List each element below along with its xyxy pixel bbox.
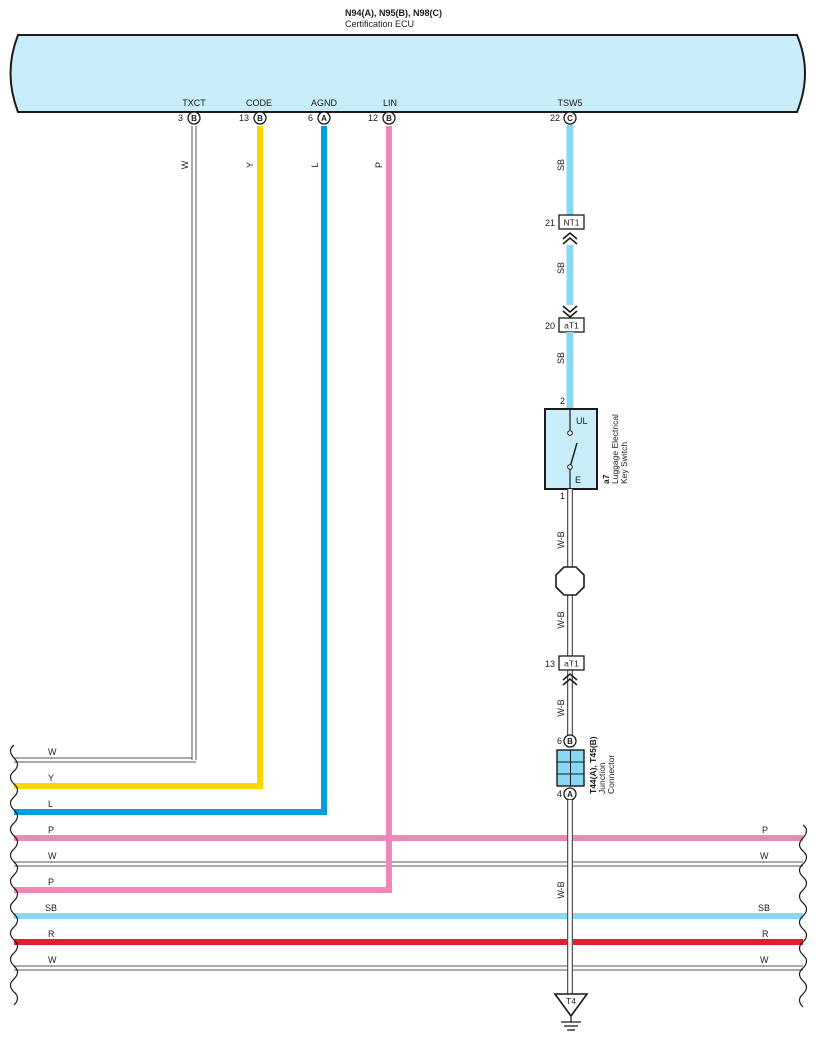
bus-label-right-5: W <box>760 955 769 965</box>
pin-circle-tsw5 <box>563 111 577 125</box>
pin-conn-code: B <box>257 114 263 123</box>
wire-label-tsw5-2: SB <box>556 262 566 274</box>
pin-num-tsw5: 22 <box>550 113 560 123</box>
junction-conn-bottom: A <box>567 790 573 799</box>
connector-at1a: 20 aT1 <box>545 317 585 333</box>
ecu-code: N94(A), N95(B), N98(C) <box>345 8 442 18</box>
bus-label-right-4: R <box>762 929 769 939</box>
pin-name-code: CODE <box>246 98 272 108</box>
connector-nt1-name: NT1 <box>563 218 579 228</box>
bus-label-left-4: P <box>48 825 54 835</box>
switch-term-bottom: E <box>575 475 581 485</box>
switch-term-top: UL <box>576 416 588 426</box>
switch-name-2: Key Switch <box>619 442 629 484</box>
connector-at1b-pin: 13 <box>545 659 555 669</box>
wire-label-tsw5-1: SB <box>556 159 566 171</box>
wire-label-agnd: L <box>310 162 320 167</box>
bus-label-left-1: W <box>48 747 57 757</box>
connector-at1b-name: aT1 <box>564 659 579 669</box>
connector-nt1-pin: 21 <box>545 218 555 228</box>
wire-label-sw-gnd-2: W-B <box>556 611 566 628</box>
right-break-mark <box>798 824 808 1008</box>
pin-tsw5: 22 <box>550 113 560 123</box>
pin-agnd: 6 A <box>308 111 331 125</box>
bus-label-left-2: Y <box>48 773 54 783</box>
connector-at1a-pin: 20 <box>545 321 555 331</box>
connector-at1a-name: aT1 <box>564 321 579 331</box>
left-break-mark <box>9 744 19 1006</box>
switch-pin-bottom: 1 <box>560 491 565 501</box>
wire-label-txct: W <box>180 160 190 169</box>
pin-num-lin: 12 <box>368 113 378 123</box>
pin-num-txct: 3 <box>178 113 183 123</box>
pin-conn-txct: B <box>191 114 197 123</box>
bus-label-left-8: R <box>48 929 55 939</box>
junction-connector: 6 B 4 A T44(A), T45(B) Junction Connecto… <box>556 734 616 801</box>
ground-t4: T4 <box>553 993 589 1031</box>
ecu-body <box>9 34 806 113</box>
junction-name-2: Connector <box>606 755 616 794</box>
ecu-name: Certification ECU <box>345 19 414 29</box>
wire-label-sw-gnd-1: W-B <box>556 531 566 548</box>
switch-name-1: Luggage Electrical <box>610 414 620 484</box>
switch-code: a7 <box>601 474 611 484</box>
bus-label-right-2: W <box>760 851 769 861</box>
pin-conn-agnd: A <box>321 114 327 123</box>
connector-nt1: 21 NT1 <box>545 214 585 245</box>
bus-label-right-3: SB <box>758 903 770 913</box>
pin-code: 13 B <box>239 111 267 125</box>
pin-conn-lin: B <box>386 114 392 123</box>
wire-label-jc-gnd: W-B <box>556 881 566 898</box>
ground-code: T4 <box>566 996 576 1006</box>
wire-label-sw-gnd-3: W-B <box>556 699 566 716</box>
luggage-key-switch: 2 UL E 1 a7 Luggage Electrical Key Switc… <box>544 396 629 501</box>
pin-name-lin: LIN <box>383 98 397 108</box>
switch-pin-top: 2 <box>560 396 565 406</box>
bus-label-left-7: SB <box>45 903 57 913</box>
inline-octagon <box>555 566 585 596</box>
pin-name-agnd: AGND <box>311 98 338 108</box>
connector-at1a-chevrons <box>562 305 578 319</box>
pin-lin: 12 B <box>368 111 396 125</box>
connector-at1b: 13 aT1 <box>545 655 585 686</box>
pin-num-code: 13 <box>239 113 249 123</box>
bus-label-left-6: P <box>48 877 54 887</box>
wire-label-lin: P <box>374 162 384 168</box>
wire-label-code: Y <box>245 162 255 168</box>
pin-name-txct: TXCT <box>182 98 206 108</box>
pin-num-agnd: 6 <box>308 113 313 123</box>
pin-conn-tsw5: C <box>567 114 573 123</box>
bus-label-left-5: W <box>48 851 57 861</box>
junction-name-1: Junction <box>597 762 607 794</box>
junction-code: T44(A), T45(B) <box>588 736 598 794</box>
junction-pin-top: 6 <box>557 736 562 746</box>
junction-pin-bottom: 4 <box>557 789 562 799</box>
junction-conn-top: B <box>567 737 573 746</box>
bus-label-left-3: L <box>48 799 53 809</box>
pin-txct: 3 B <box>178 111 201 125</box>
bus-label-left-9: W <box>48 955 57 965</box>
bus-label-right-1: P <box>762 825 768 835</box>
wire-label-tsw5-3: SB <box>556 352 566 364</box>
pin-name-tsw5: TSW5 <box>557 98 582 108</box>
